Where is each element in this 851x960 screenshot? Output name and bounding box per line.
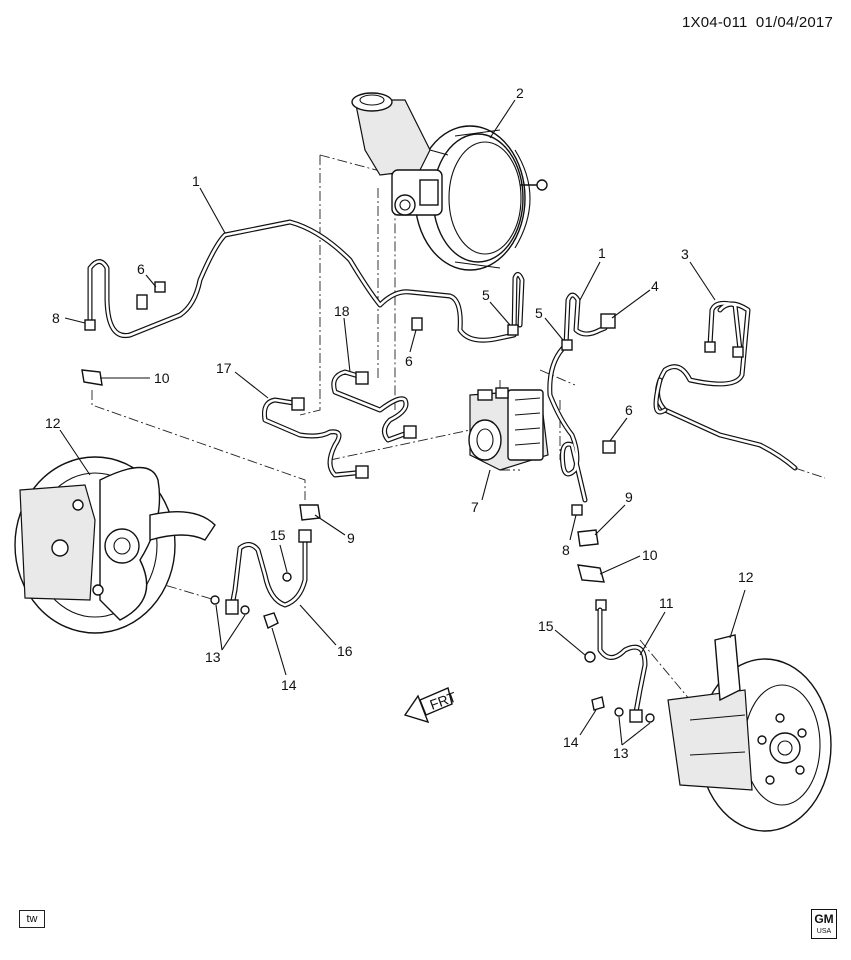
callout-2: 2 (516, 85, 524, 101)
callout-5-right: 5 (535, 305, 543, 321)
brake-pipe-17 (262, 397, 368, 478)
diagram-date: 01/04/2017 (755, 14, 833, 31)
fwd-arrow-label: FRT (428, 688, 459, 712)
callout-6-right: 6 (625, 402, 633, 418)
callout-5-left: 5 (482, 287, 490, 303)
callout-10-left: 10 (154, 370, 170, 386)
callout-14-right: 14 (563, 734, 579, 750)
callout-9-left: 9 (347, 530, 355, 546)
fittings (84, 319, 744, 611)
callout-15-right: 15 (538, 618, 554, 634)
brake-pipe-right (547, 292, 608, 503)
callout-13-left: 13 (205, 649, 221, 665)
brake-hose-right (597, 607, 648, 723)
callout-11: 11 (659, 595, 674, 611)
brake-pipe-18 (331, 369, 413, 443)
callout-7: 7 (471, 499, 479, 515)
callout-6-left: 6 (137, 261, 145, 277)
callout-8-left: 8 (52, 310, 60, 326)
front-direction-arrow: FRT (403, 687, 459, 724)
callout-8-right: 8 (562, 542, 570, 558)
tw-badge: tw (19, 910, 45, 928)
brake-pipe-left (87, 219, 525, 343)
brake-pipe-rear (653, 300, 826, 479)
master-cylinder (351, 92, 449, 216)
callout-10-right: 10 (642, 547, 658, 563)
callout-1-right: 1 (598, 245, 606, 261)
gm-logo: GM USA (811, 909, 837, 939)
diagram-id: 1X04-011 (682, 14, 748, 31)
abs-modulator (468, 387, 549, 471)
callout-12-right: 12 (738, 569, 754, 585)
gm-logo-text: GM (814, 912, 834, 926)
callout-6-center: 6 (405, 353, 413, 369)
callout-numbers: 1 1 2 3 4 5 5 6 6 6 7 8 8 9 9 10 10 11 1… (45, 85, 754, 761)
callout-9-right: 9 (625, 489, 633, 505)
hardware (210, 572, 655, 723)
callout-15-left: 15 (270, 527, 286, 543)
clips (136, 281, 616, 454)
callout-12-left: 12 (45, 415, 61, 431)
callout-1-left: 1 (192, 173, 200, 189)
brake-booster (414, 125, 548, 271)
callout-13-right: 13 (613, 745, 629, 761)
front-left-knuckle-caliper (14, 456, 216, 634)
callout-3: 3 (681, 246, 689, 262)
leader-lines (59, 99, 746, 746)
callout-18: 18 (334, 303, 350, 319)
brake-hose-left (225, 529, 312, 615)
callout-16: 16 (337, 643, 353, 659)
diagram-header: 1X04-011 01/04/2017 (678, 14, 833, 31)
callout-14-left: 14 (281, 677, 297, 693)
callout-17: 17 (216, 360, 232, 376)
gm-logo-sub: USA (816, 928, 832, 935)
callout-4: 4 (651, 278, 659, 294)
front-right-rotor-caliper (667, 634, 832, 832)
